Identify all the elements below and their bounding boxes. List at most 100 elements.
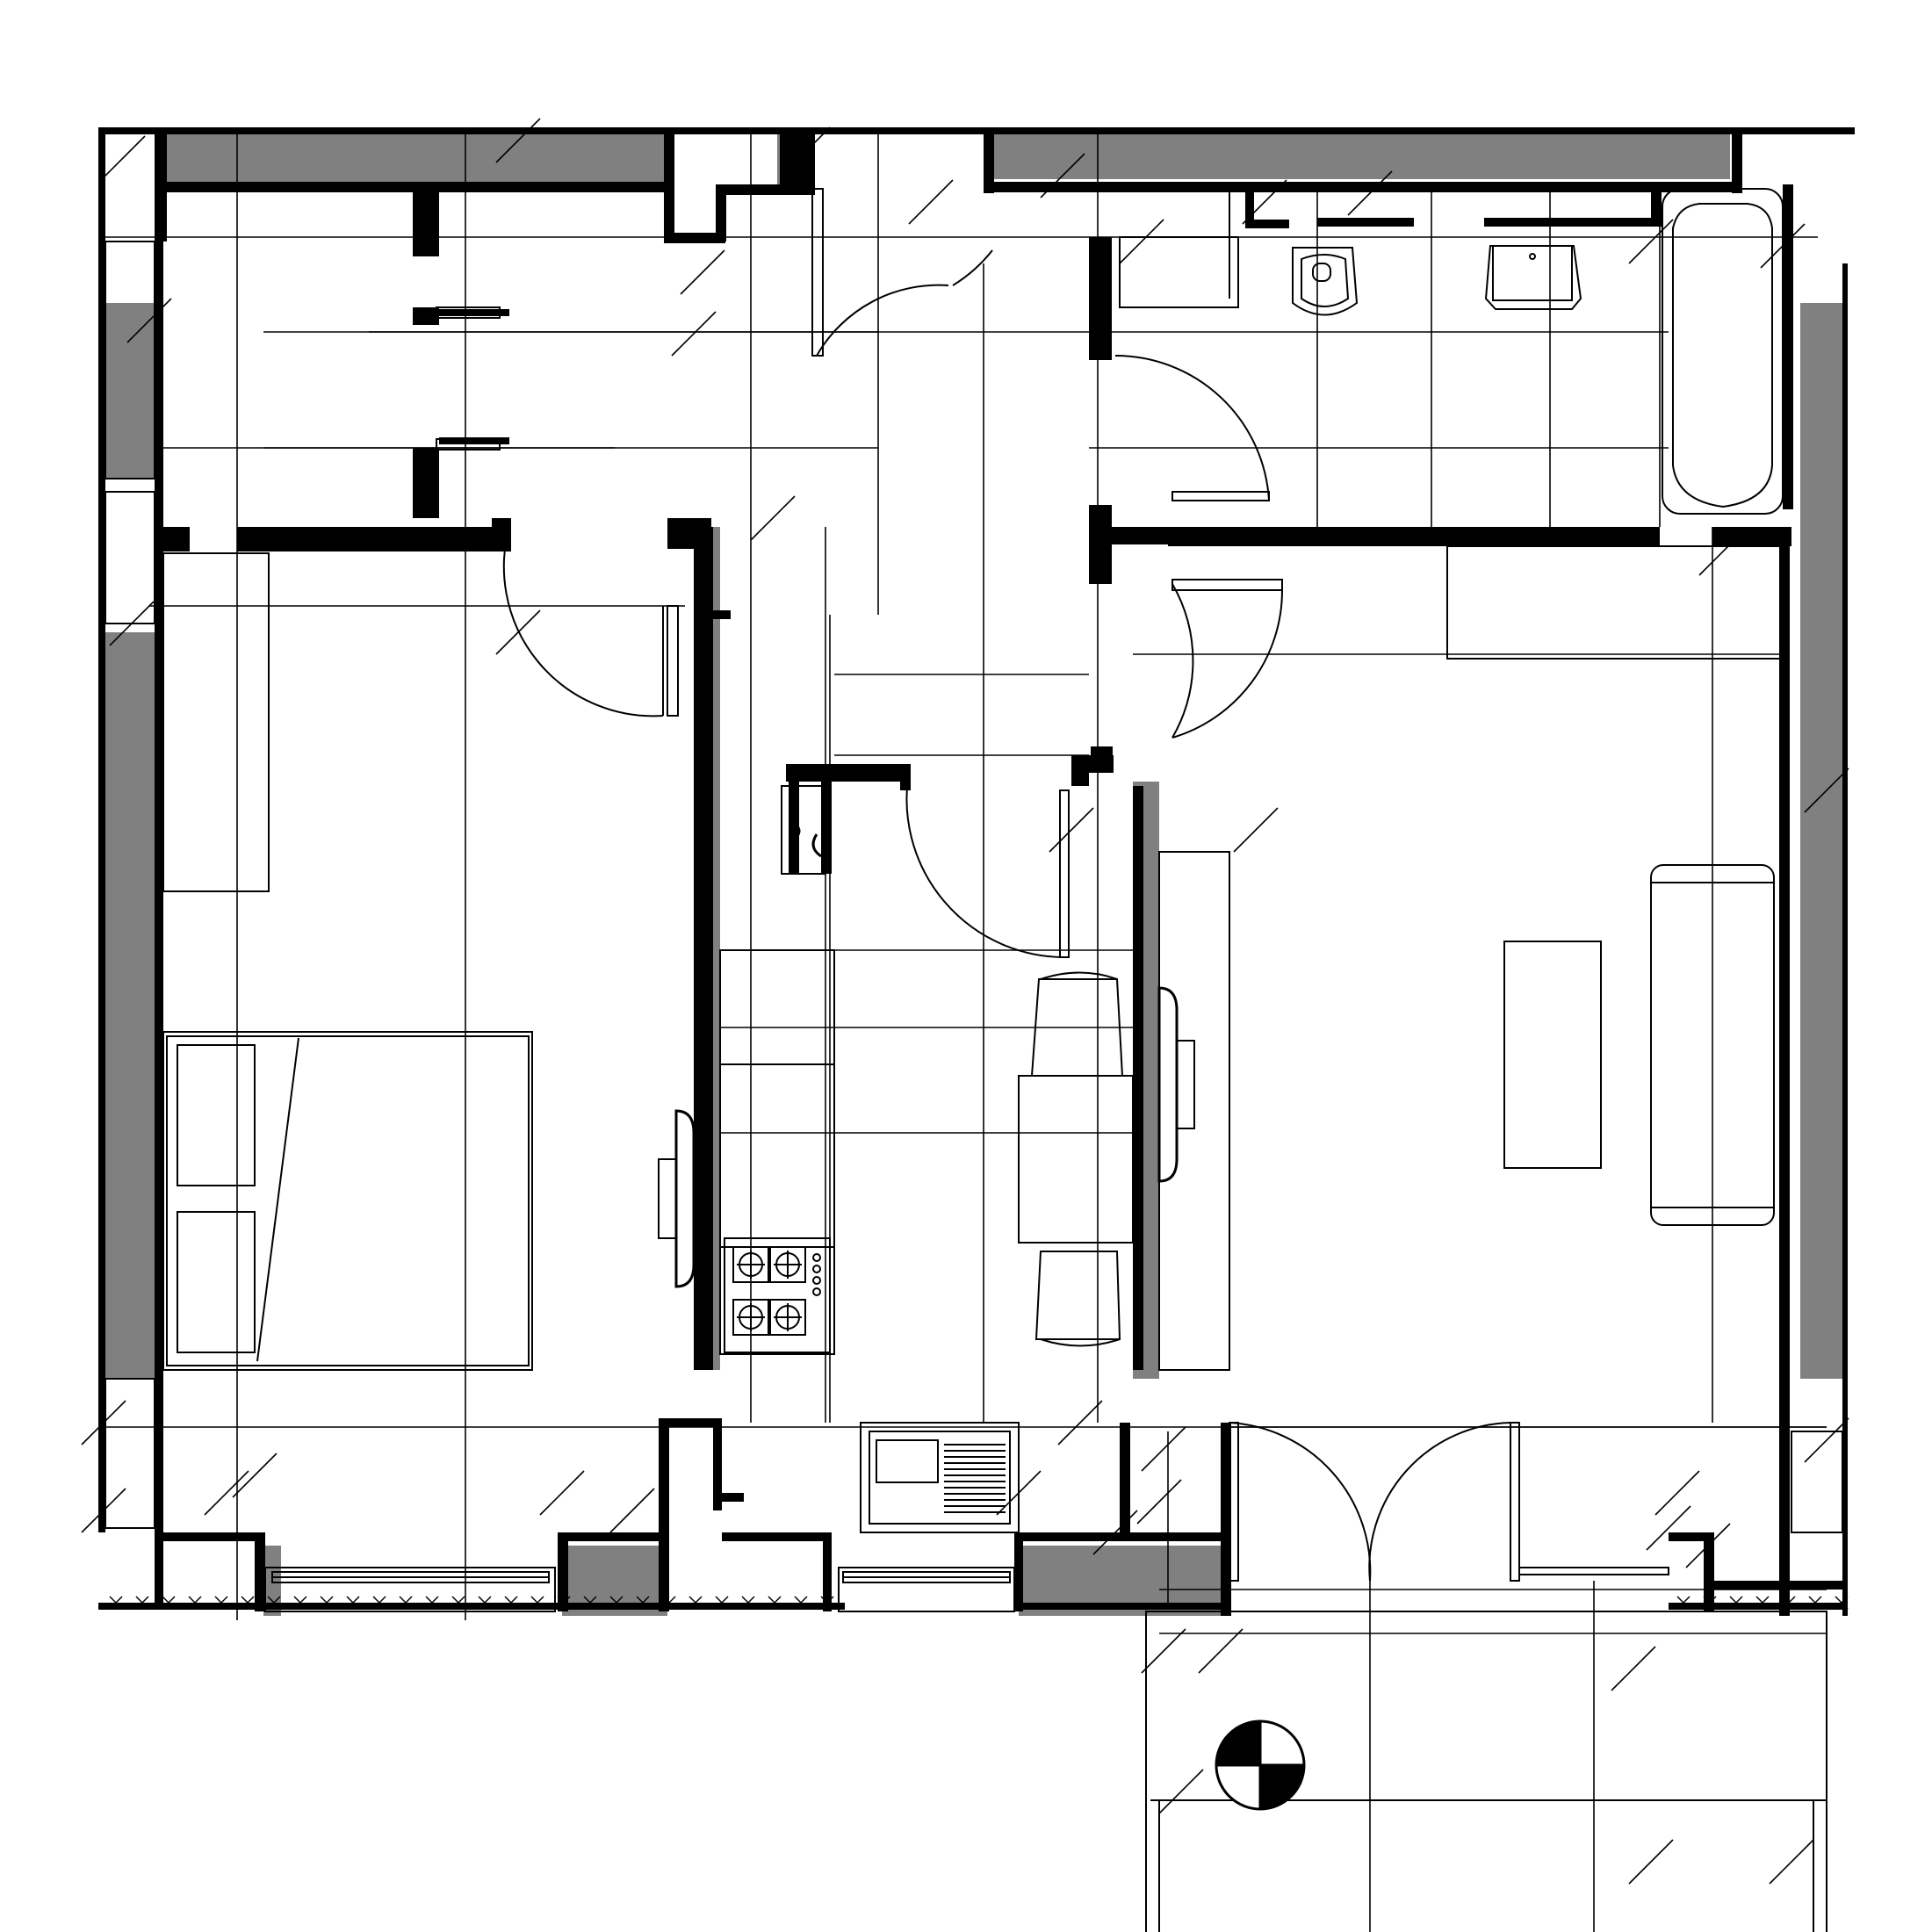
stove-knob bbox=[812, 1287, 821, 1296]
dimension-tick bbox=[1057, 1400, 1103, 1445]
hatch-mark bbox=[372, 1596, 386, 1610]
hatch-mark bbox=[688, 1596, 703, 1610]
hatch-mark bbox=[293, 1596, 307, 1610]
hatch-mark bbox=[188, 1596, 202, 1610]
dimension-tick bbox=[1804, 768, 1849, 813]
exterior-hatch bbox=[109, 1596, 1849, 1610]
hatch-mark bbox=[1729, 1596, 1743, 1610]
grey-wall-infill bbox=[104, 133, 1844, 1616]
dimension-tick bbox=[232, 1453, 278, 1498]
dimension-tick bbox=[609, 1488, 655, 1533]
dimension-tick bbox=[1049, 807, 1094, 853]
dimension-tick bbox=[126, 298, 172, 343]
four-burner-stove-icon bbox=[724, 1237, 831, 1353]
hatch-mark bbox=[741, 1596, 755, 1610]
dimension-tick bbox=[1769, 1839, 1814, 1885]
hatch-mark bbox=[241, 1596, 255, 1610]
hatch-mark bbox=[478, 1596, 492, 1610]
coffee-table bbox=[1503, 941, 1602, 1169]
kitchen-sink-icon bbox=[860, 1422, 1020, 1533]
half-filled-circle-icon bbox=[1215, 1719, 1306, 1811]
hatch-mark bbox=[636, 1596, 650, 1610]
hatch-mark bbox=[1808, 1596, 1822, 1610]
dimension-tick bbox=[1242, 179, 1287, 225]
hatch-mark bbox=[346, 1596, 360, 1610]
dimension-tick bbox=[1119, 219, 1164, 264]
dimension-tick bbox=[680, 249, 725, 295]
windows bbox=[105, 241, 1843, 1612]
hatch-mark bbox=[399, 1596, 413, 1610]
hatch-mark bbox=[715, 1596, 729, 1610]
dimension-tick bbox=[1092, 1510, 1138, 1555]
stove-knob bbox=[812, 1253, 821, 1262]
bathtub-icon bbox=[1662, 188, 1784, 515]
kitchen-counter bbox=[719, 949, 835, 1355]
dimension-tick bbox=[81, 1400, 126, 1445]
stove-knob bbox=[812, 1265, 821, 1273]
dimension-tick bbox=[1654, 1470, 1700, 1516]
dimension-tick bbox=[81, 1488, 126, 1533]
dimension-tick bbox=[908, 179, 954, 225]
dimension-tick bbox=[1804, 1417, 1849, 1463]
dimension-tick bbox=[1628, 219, 1674, 264]
dimension-tick bbox=[539, 1470, 585, 1516]
hatch-mark bbox=[557, 1596, 571, 1610]
dining-table bbox=[1018, 971, 1134, 1347]
dimension-tick bbox=[1198, 1628, 1244, 1674]
washbasin-icon bbox=[1484, 245, 1582, 310]
hatch-mark bbox=[451, 1596, 465, 1610]
wall-radiator-right bbox=[1157, 851, 1230, 1371]
dimension-tick bbox=[1685, 1523, 1731, 1568]
hatch-mark bbox=[530, 1596, 544, 1610]
hatch-mark bbox=[425, 1596, 439, 1610]
boiler bbox=[781, 785, 826, 875]
hatch-mark bbox=[1703, 1596, 1717, 1610]
door-swings bbox=[436, 188, 1669, 1582]
hatch-mark bbox=[794, 1596, 808, 1610]
stove-knob bbox=[812, 1276, 821, 1285]
dimension-tick bbox=[1233, 807, 1279, 853]
burner bbox=[769, 1299, 806, 1336]
hatch-mark bbox=[768, 1596, 782, 1610]
hatch-mark bbox=[109, 1596, 123, 1610]
burner bbox=[769, 1246, 806, 1283]
dimension-tick bbox=[750, 495, 796, 541]
hatch-mark bbox=[320, 1596, 334, 1610]
bath-cabinet bbox=[1119, 189, 1239, 308]
hatch-mark bbox=[267, 1596, 281, 1610]
sofa bbox=[1650, 864, 1775, 1226]
dimension-tick bbox=[1040, 153, 1085, 198]
dimension-tick bbox=[1698, 530, 1744, 576]
dimension-tick bbox=[495, 118, 541, 163]
wardrobe bbox=[162, 552, 270, 892]
dimension-tick bbox=[785, 126, 831, 172]
hatch-mark bbox=[609, 1596, 624, 1610]
bed bbox=[162, 1031, 533, 1371]
dimension-ticks bbox=[81, 118, 1849, 1885]
dimension-tick bbox=[1136, 1479, 1182, 1525]
dimension-tick bbox=[671, 311, 717, 357]
dimension-tick bbox=[204, 1470, 249, 1516]
dimension-tick bbox=[1347, 170, 1393, 216]
dimension-tick bbox=[1646, 1505, 1691, 1551]
hatch-mark bbox=[162, 1596, 176, 1610]
dimension-tick bbox=[1141, 1426, 1186, 1472]
toilet-icon bbox=[1292, 247, 1359, 316]
construction-grid bbox=[105, 132, 1827, 1932]
dimension-tick bbox=[1628, 1839, 1674, 1885]
dimension-tick bbox=[1141, 1628, 1186, 1674]
heavy-walls bbox=[98, 127, 1855, 1616]
hatch-mark bbox=[1755, 1596, 1770, 1610]
burner bbox=[732, 1246, 769, 1283]
hatch-mark bbox=[1782, 1596, 1796, 1610]
hatch-mark bbox=[583, 1596, 597, 1610]
dimension-tick bbox=[1611, 1646, 1656, 1691]
hatch-mark bbox=[662, 1596, 676, 1610]
burner bbox=[732, 1299, 769, 1336]
hatch-mark bbox=[504, 1596, 518, 1610]
hatch-mark bbox=[1835, 1596, 1849, 1610]
wall-radiator-left bbox=[658, 1109, 696, 1288]
hatch-mark bbox=[820, 1596, 834, 1610]
hatch-mark bbox=[1676, 1596, 1690, 1610]
